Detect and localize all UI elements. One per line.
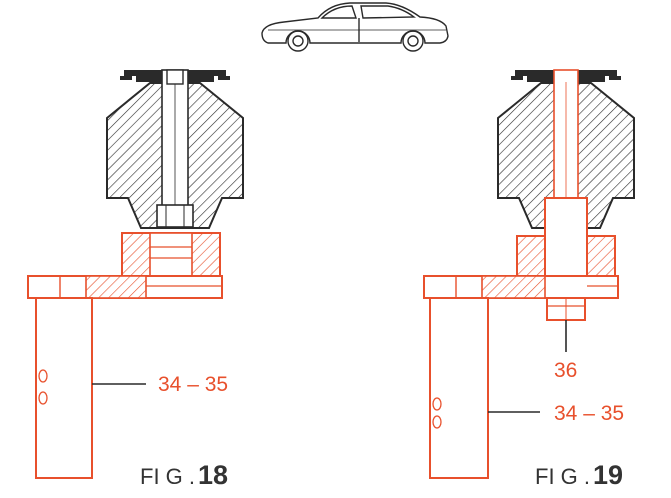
part-label-34-35: 34 – 35 <box>554 402 624 425</box>
part-label-36: 36 <box>554 359 577 382</box>
base-plate <box>423 275 619 299</box>
figure-19: 36 34 – 35 FI G .19 <box>423 69 635 490</box>
figure-caption-prefix: FI G . <box>535 464 590 489</box>
post <box>35 297 93 479</box>
figure-caption: FI G .18 <box>140 460 228 490</box>
support-block <box>121 232 221 282</box>
figure-caption-prefix: FI G . <box>140 464 195 489</box>
car-icon <box>261 2 449 52</box>
figure-caption-number: 18 <box>198 460 228 490</box>
figure-caption: FI G .19 <box>535 460 623 490</box>
figure-18: 34 – 35 FI G .18 <box>27 69 244 490</box>
bolt <box>156 69 194 228</box>
figure-caption-number: 19 <box>593 460 623 490</box>
post <box>429 297 489 479</box>
support-block <box>516 235 616 283</box>
part-label-34-35: 34 – 35 <box>158 373 228 396</box>
base-plate <box>27 275 223 299</box>
